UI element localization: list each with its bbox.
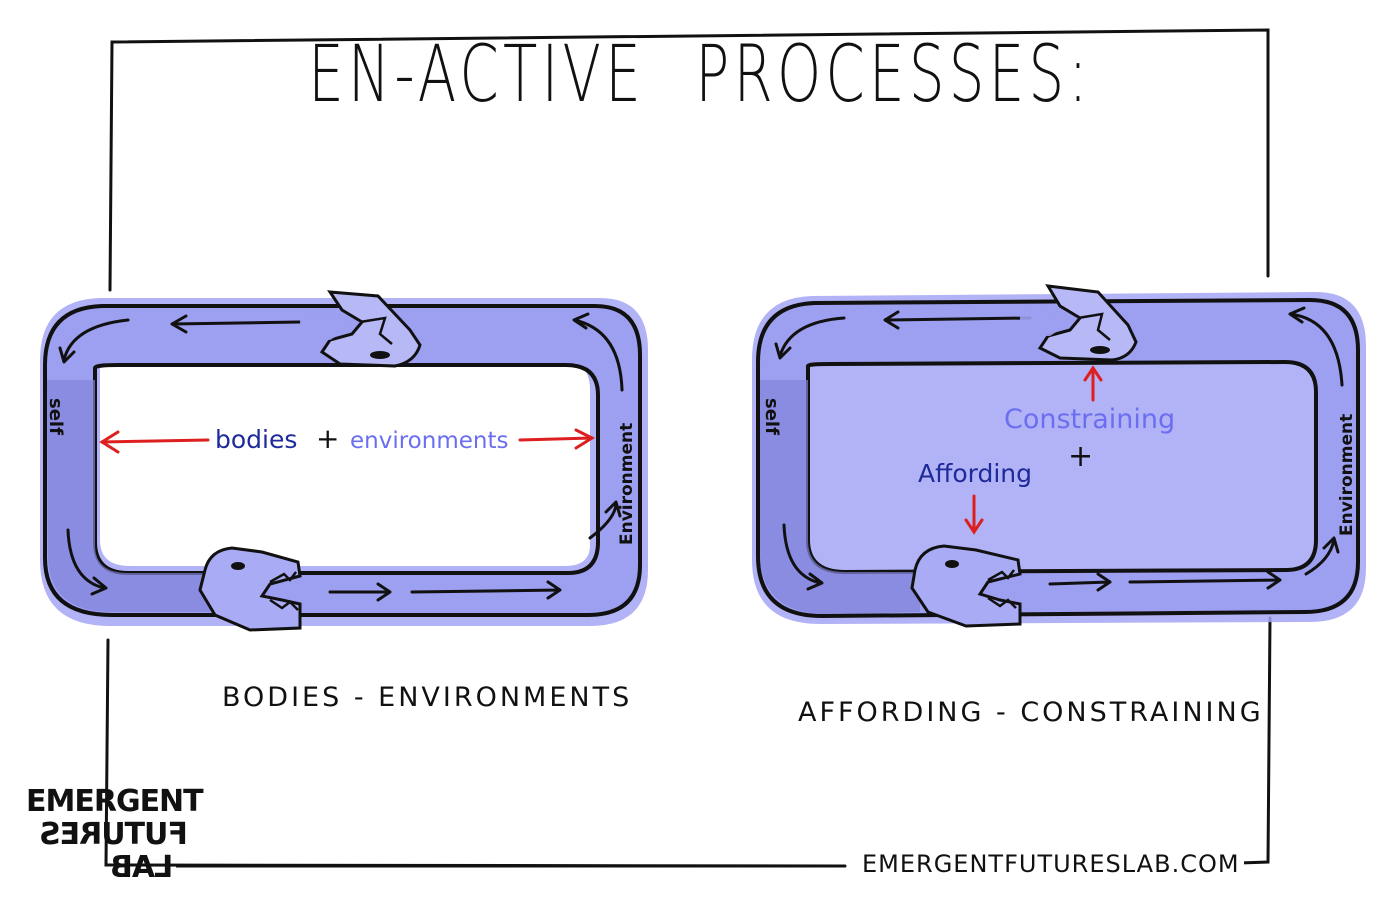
page-title: EN-ACTIVE PROCESSES: — [196, 30, 1204, 120]
left-loop: self Environment bodies + environments — [40, 290, 648, 632]
left-bottom-dragon-head — [198, 546, 302, 632]
left-loop-shade — [47, 380, 210, 612]
right-loop-shade — [760, 380, 920, 614]
title-part-1: EN-ACTIVE — [308, 30, 646, 120]
left-self-label: self — [45, 398, 66, 435]
right-constraining-label: Constraining — [1004, 404, 1175, 435]
logo-line-2: FUTURES — [40, 817, 188, 852]
logo-line-1: EMERGENT — [26, 784, 204, 819]
right-environment-label: Environment — [1337, 414, 1357, 536]
right-plus-sign: + — [1068, 439, 1093, 474]
left-top-dragon-head — [300, 290, 422, 368]
emergent-futures-lab-logo: EMERGENT FUTURES LAB — [26, 784, 204, 885]
left-red-double-arrow — [99, 428, 596, 454]
website-url: EMERGENTFUTURESLAB.COM — [858, 850, 1244, 878]
right-bottom-dragon-head — [910, 544, 1022, 628]
right-loop: self Environment Constraining + Affordin… — [752, 284, 1366, 628]
left-environments-label: environments — [350, 428, 508, 454]
right-caption: AFFORDING - CONSTRAINING — [798, 697, 1264, 728]
left-plus-sign: + — [316, 422, 339, 455]
left-caption: BODIES - ENVIRONMENTS — [222, 682, 633, 713]
left-environment-label: Environment — [617, 423, 637, 545]
right-red-arrows — [964, 365, 1103, 535]
title-part-2: PROCESSES: — [695, 30, 1092, 120]
right-loop-flow-arrows — [774, 306, 1344, 592]
right-self-label: self — [761, 398, 782, 435]
right-affording-label: Affording — [918, 459, 1032, 488]
left-bodies-label: bodies — [215, 425, 297, 454]
left-loop-flow-arrows — [58, 312, 624, 602]
logo-line-3: LAB — [111, 850, 174, 885]
right-top-dragon-head — [1020, 284, 1138, 362]
right-loop-glow — [752, 292, 1366, 624]
